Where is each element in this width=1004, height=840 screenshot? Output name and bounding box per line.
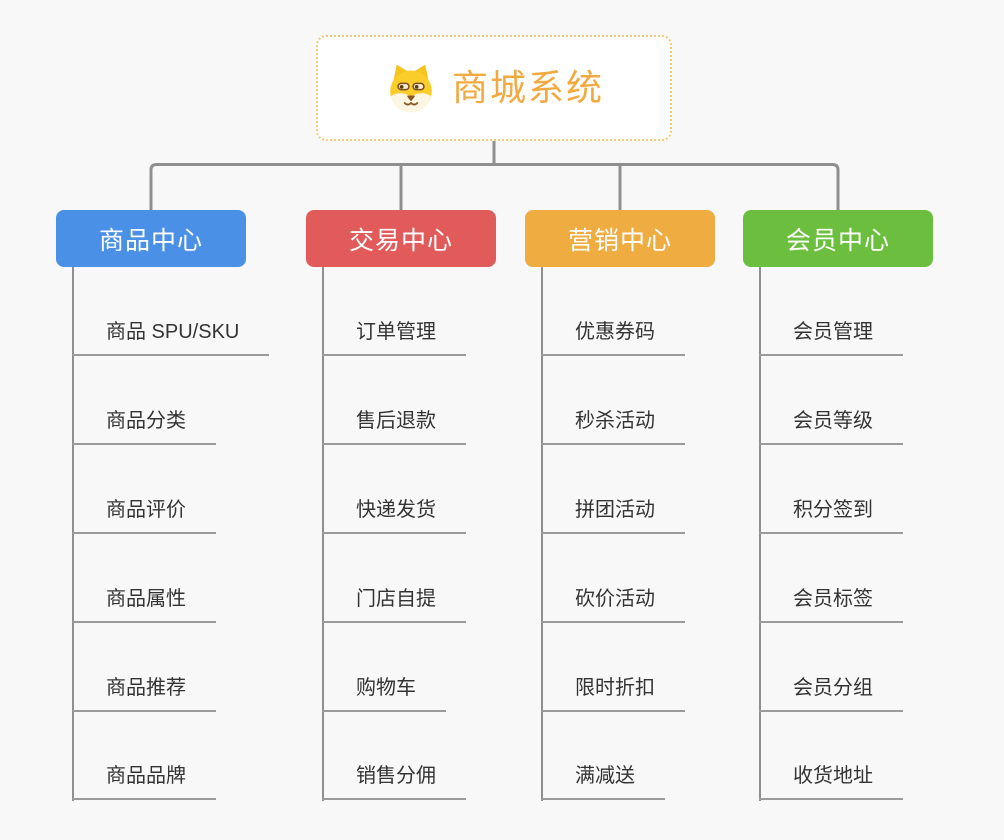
branch-column: 会员中心会员管理会员等级积分签到会员标签会员分组收货地址 bbox=[743, 210, 1003, 810]
branch-spine-line bbox=[322, 267, 324, 801]
leaf-node[interactable]: 积分签到 bbox=[759, 497, 903, 534]
branch-label: 会员中心 bbox=[785, 226, 890, 255]
branch-column: 交易中心订单管理售后退款快递发货门店自提购物车销售分佣 bbox=[306, 210, 566, 810]
leaf-node[interactable]: 会员分组 bbox=[759, 675, 903, 712]
leaf-node[interactable]: 销售分佣 bbox=[322, 763, 466, 800]
leaf-node[interactable]: 拼团活动 bbox=[541, 497, 685, 534]
branch-node[interactable]: 商品中心 bbox=[56, 210, 246, 267]
branch-node[interactable]: 营销中心 bbox=[525, 210, 715, 267]
leaf-node[interactable]: 商品推荐 bbox=[72, 675, 216, 712]
branch-spine-line bbox=[759, 267, 761, 801]
branch-label: 营销中心 bbox=[567, 226, 672, 255]
branch-label: 交易中心 bbox=[348, 226, 453, 255]
leaf-node[interactable]: 会员等级 bbox=[759, 408, 903, 445]
branch-column: 商品中心商品 SPU/SKU 商品分类商品评价商品属性商品推荐商品品牌 bbox=[56, 210, 316, 810]
leaf-node[interactable]: 满减送 bbox=[541, 763, 665, 800]
leaf-node[interactable]: 商品评价 bbox=[72, 497, 216, 534]
branch-node[interactable]: 会员中心 bbox=[743, 210, 933, 267]
leaf-node[interactable]: 优惠券码 bbox=[541, 319, 685, 356]
leaf-node[interactable]: 购物车 bbox=[322, 675, 446, 712]
leaf-node[interactable]: 限时折扣 bbox=[541, 675, 685, 712]
leaf-node[interactable]: 商品 SPU/SKU bbox=[72, 319, 270, 356]
leaf-node[interactable]: 收货地址 bbox=[759, 763, 903, 800]
leaf-node[interactable]: 售后退款 bbox=[322, 408, 466, 445]
leaf-node[interactable]: 订单管理 bbox=[322, 319, 466, 356]
dog-face-icon bbox=[390, 64, 432, 113]
root-title: 商城系统 bbox=[451, 67, 604, 108]
leaf-node[interactable]: 会员管理 bbox=[759, 319, 903, 356]
branch-bus-line bbox=[149, 163, 840, 211]
leaf-node[interactable]: 会员标签 bbox=[759, 586, 903, 623]
leaf-node[interactable]: 快递发货 bbox=[322, 497, 466, 534]
branch-column: 营销中心优惠券码秒杀活动拼团活动砍价活动限时折扣满减送 bbox=[525, 210, 785, 810]
branch-node[interactable]: 交易中心 bbox=[306, 210, 496, 267]
branch-label: 商品中心 bbox=[98, 226, 203, 255]
branch-spine-line bbox=[541, 267, 543, 801]
leaf-node[interactable]: 商品属性 bbox=[72, 586, 216, 623]
root-node[interactable]: 商城系统 bbox=[316, 35, 672, 141]
leaf-node[interactable]: 砍价活动 bbox=[541, 586, 685, 623]
leaf-node[interactable]: 商品分类 bbox=[72, 408, 216, 445]
leaf-node[interactable]: 秒杀活动 bbox=[541, 408, 685, 445]
branch-spine-line bbox=[72, 267, 74, 801]
leaf-node[interactable]: 商品品牌 bbox=[72, 763, 216, 800]
leaf-node[interactable]: 门店自提 bbox=[322, 586, 466, 623]
